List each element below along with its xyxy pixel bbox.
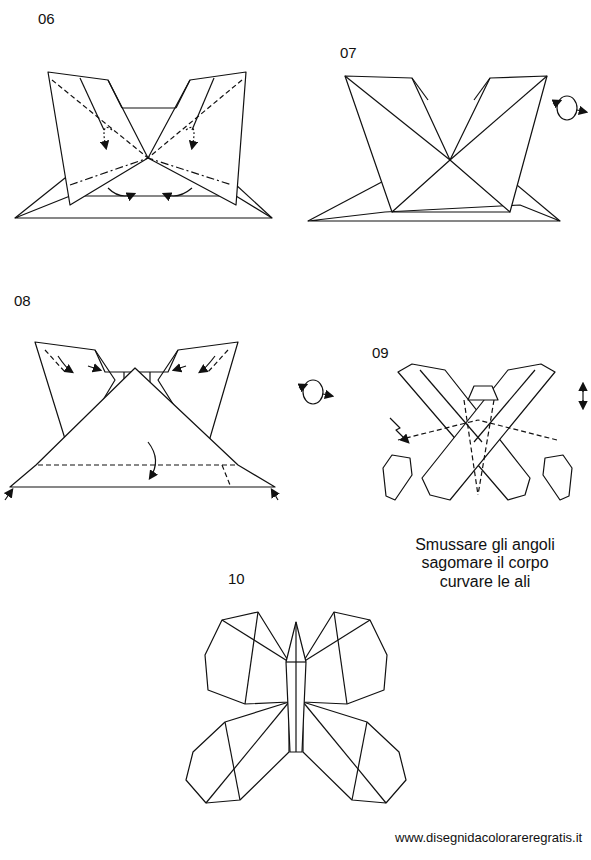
step-07 — [308, 76, 586, 221]
step-number: 07 — [340, 44, 357, 61]
step-number: 09 — [372, 344, 389, 361]
step-number: 08 — [14, 292, 31, 309]
watermark: www.disegnidacolorareregratis.it — [395, 831, 582, 846]
step-06 — [15, 72, 272, 218]
step-number: 06 — [38, 10, 55, 27]
step-10 — [186, 612, 406, 803]
step-08 — [5, 342, 332, 500]
step-number: 10 — [228, 570, 245, 587]
step-09 — [383, 364, 583, 500]
instruction-note: Smussare gli angoli sagomare il corpo cu… — [405, 536, 565, 591]
